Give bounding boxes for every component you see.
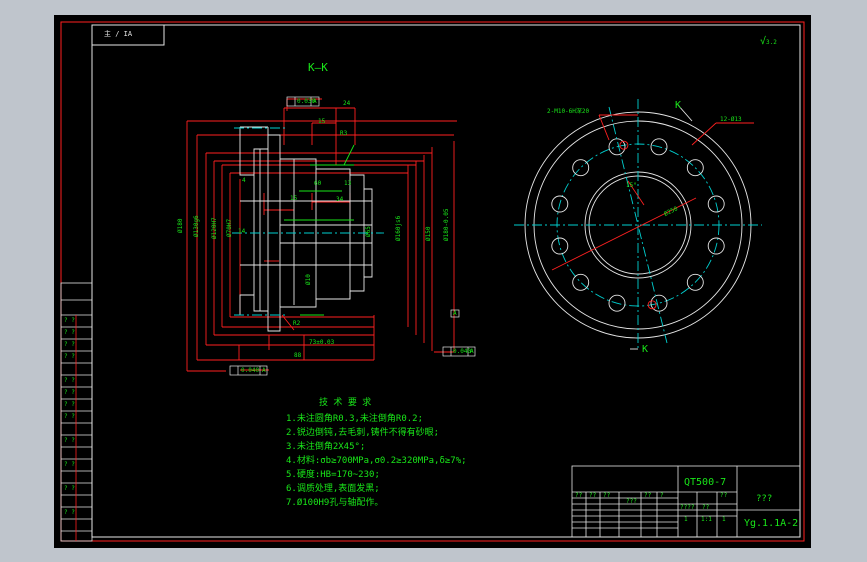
dim-phi-inner: Ø130g6	[193, 215, 200, 237]
face-angle: 15°	[626, 182, 637, 189]
side-table-mark: ? ?	[64, 437, 75, 444]
title-block	[571, 465, 801, 538]
bolt-hole	[551, 195, 569, 213]
side-table-mark: ? ?	[64, 509, 75, 516]
dim-phi-c: Ø10	[305, 274, 312, 285]
dim-34: 34	[336, 196, 344, 203]
section-arrow-k: K	[675, 100, 682, 111]
threaded-hole	[619, 140, 629, 150]
note-line: 1.未注圆角R0.3,未注倒角R0.2;	[286, 414, 424, 424]
section-view-title: K—K	[308, 61, 328, 74]
title-cell: ???	[626, 498, 637, 505]
dim-step-15: 15	[318, 118, 326, 125]
title-cell: ??	[589, 492, 597, 499]
dim-phi-a: Ø70H7	[226, 218, 233, 237]
bolt-hole	[707, 195, 725, 213]
face-view	[514, 99, 762, 351]
side-table-mark: ? ?	[64, 353, 75, 360]
drawing-number: Yg.1.1A-2	[744, 518, 799, 529]
corner-tag-box	[91, 24, 165, 46]
tolerance-frames	[229, 96, 476, 376]
section-arrow-k-bottom: K	[642, 344, 649, 355]
side-table-mark: ? ?	[64, 389, 75, 396]
outer-frame	[60, 21, 805, 542]
dim-88: 88	[294, 352, 302, 359]
scale-cell: 1	[684, 516, 688, 523]
section-view	[186, 98, 457, 372]
side-table-mark: ? ?	[64, 413, 75, 420]
corner-tag: 主 / IA	[104, 30, 133, 38]
dim-phi-hub: Ø180-0.05	[443, 208, 450, 241]
bolt-hole	[572, 273, 590, 291]
dim-phi-mid: Ø160js6	[395, 215, 402, 241]
bolt-hole	[707, 237, 725, 255]
bolt-hole	[686, 273, 704, 291]
title-cell: ??	[644, 492, 652, 499]
datum-tag: A	[453, 310, 457, 317]
note-holes-left: 2-M10-6H深20	[547, 108, 590, 115]
engineering-drawing	[60, 21, 805, 542]
cad-viewport[interactable]: 主 / IA √3.2 K—K 0.030 A 0.040 A 0.040 A …	[54, 15, 811, 548]
note-line: 6.调质处理,表面发黑;	[286, 484, 380, 494]
dim-60: 60	[314, 180, 322, 187]
dim-14: 14	[238, 228, 246, 235]
inner-frame	[91, 24, 801, 538]
threaded-hole	[647, 300, 657, 310]
side-table-mark: ? ?	[64, 401, 75, 408]
note-line: 5.硬度:HB=170~230;	[286, 470, 380, 480]
note-line: 3.未注倒角2X45°;	[286, 442, 366, 452]
roughness-mark: √3.2	[760, 37, 777, 47]
note-line: 7.Ø100H9孔与轴配作。	[286, 498, 384, 508]
title-cell: ??	[720, 492, 728, 499]
bolt-hole	[650, 294, 668, 312]
scale-cell: 1	[722, 516, 726, 523]
note-line: 4.材料:σb≥700MPa,σ0.2≥320MPa,δ≥7%;	[286, 456, 467, 466]
side-table-mark: ? ?	[64, 461, 75, 468]
title-cell: ?	[660, 492, 664, 499]
notes-title: 技 术 要 求	[319, 398, 372, 408]
bolt-hole	[686, 159, 704, 177]
datum-tag: A	[262, 367, 266, 374]
dim-phi-bore: Ø120H7	[211, 217, 218, 239]
bolt-hole	[551, 237, 569, 255]
bolt-hole	[608, 294, 626, 312]
dim-13: 13	[344, 180, 352, 187]
side-table-mark: ? ?	[64, 485, 75, 492]
dim-r3: R3	[340, 130, 348, 137]
side-table	[60, 282, 93, 542]
bolt-hole	[650, 138, 668, 156]
material-label: QT500-7	[684, 477, 727, 488]
tolerance-value: 0.040	[453, 348, 472, 355]
notes-block: 1.未注圆角R0.3,未注倒角R0.2; 2.锐边倒钝,去毛刺,铸件不得有砂眼;…	[286, 415, 467, 513]
side-table-mark: ? ?	[64, 329, 75, 336]
tolerance-value: 0.040	[241, 367, 260, 374]
dim-73: 73±0.03	[309, 339, 335, 346]
part-name: ???	[756, 494, 773, 504]
dim-15: 15	[290, 195, 298, 202]
tolerance-value: 0.030	[297, 98, 316, 105]
dim-r2: R2	[293, 320, 301, 327]
roughness-value: 3.2	[766, 39, 777, 46]
scale-cell: 1:1	[701, 516, 712, 523]
side-table-mark: ? ?	[64, 377, 75, 384]
title-cell: ??	[575, 492, 583, 499]
dim-phi-main: Ø180	[177, 218, 184, 233]
note-holes-right: 12-Ø13	[720, 116, 742, 123]
datum-tag: A	[313, 98, 317, 105]
side-table-mark: ? ?	[64, 317, 75, 324]
title-cell: ??	[603, 492, 611, 499]
title-cell: ????	[680, 504, 695, 511]
dim-top-offset: 24	[343, 100, 351, 107]
bolt-hole	[572, 159, 590, 177]
side-table-mark: ? ?	[64, 341, 75, 348]
dim-phi-right: Ø150	[425, 226, 432, 241]
dim-4: 4	[242, 177, 246, 184]
dim-phi-b: Ø65	[365, 226, 372, 237]
datum-tag: A	[470, 348, 474, 355]
roughness-symbol: √	[760, 36, 767, 47]
title-cell: ??	[702, 504, 710, 511]
note-line: 2.锐边倒钝,去毛刺,铸件不得有砂眼;	[286, 428, 440, 438]
